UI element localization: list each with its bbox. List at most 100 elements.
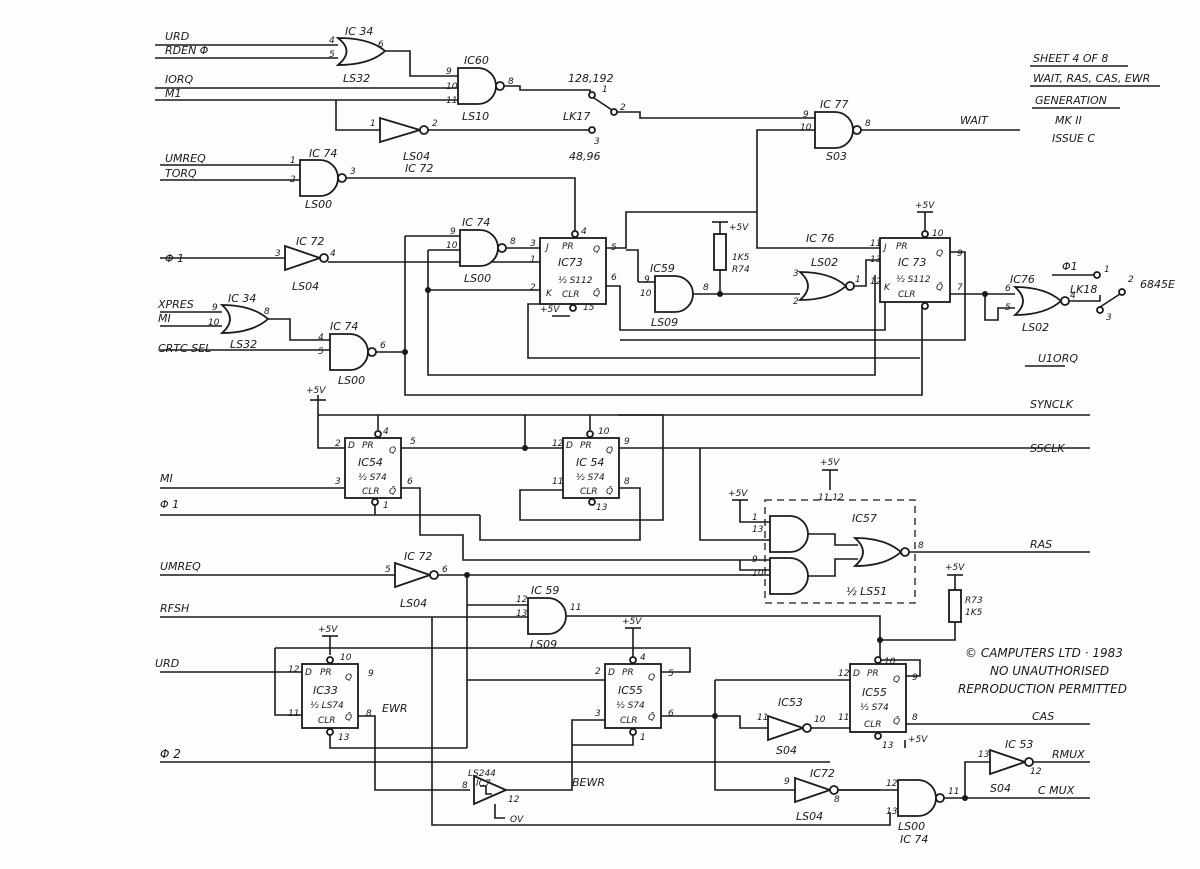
- signal-umreq: UMREQ: [165, 152, 206, 165]
- signal-wait: WAIT: [960, 114, 989, 127]
- signal-crtc-sel: CRTC SEL: [158, 342, 211, 355]
- signal-urd-lower: URD: [155, 657, 179, 670]
- svg-text:3: 3: [793, 269, 799, 279]
- chip-s74a-label: ½ S74: [358, 473, 387, 483]
- chip-ic72-bottom-label: IC72: [810, 767, 835, 780]
- svg-text:2: 2: [335, 439, 341, 449]
- chip-ls10-label: LS10: [462, 110, 489, 123]
- plus5v-ic55a: +5V: [622, 617, 642, 627]
- resistor-r74-label: R74: [732, 265, 750, 275]
- svg-text:CLR: CLR: [580, 487, 598, 497]
- chip-ls09-lower-label: LS09: [530, 638, 557, 651]
- lk17-top-label: 128,192: [568, 72, 614, 85]
- svg-text:13: 13: [596, 503, 608, 513]
- svg-text:2: 2: [620, 103, 626, 113]
- svg-text:Q: Q: [893, 675, 900, 685]
- signal-ras: RAS: [1030, 538, 1052, 551]
- svg-text:10: 10: [640, 289, 652, 299]
- chip-ic60-label: IC60: [464, 54, 489, 67]
- svg-text:10: 10: [800, 123, 812, 133]
- svg-text:8: 8: [508, 77, 514, 87]
- svg-text:15: 15: [583, 303, 595, 313]
- chip-ls02-label: LS02: [811, 256, 838, 269]
- nor-gate-ic76: [797, 271, 848, 301]
- svg-text:CLR: CLR: [362, 487, 380, 497]
- inverter-ic72-lower: [394, 561, 433, 589]
- chip-ic54a-label: IC54: [358, 456, 383, 469]
- svg-text:9: 9: [752, 555, 758, 565]
- svg-text:6: 6: [611, 273, 617, 283]
- svg-text:D: D: [608, 668, 615, 678]
- plus5v-ic57: +5V: [728, 489, 748, 499]
- svg-text:5: 5: [318, 347, 324, 357]
- nand-gate-ic60: [457, 67, 497, 105]
- and-gate-ic57-a: [769, 515, 809, 553]
- svg-text:D: D: [853, 669, 860, 679]
- chip-ls04-mid-label: LS04: [292, 280, 319, 293]
- chip-s04-label: S04: [776, 744, 797, 757]
- svg-text:12: 12: [1030, 767, 1042, 777]
- svg-text:PR: PR: [580, 441, 592, 451]
- resistor-r74: [713, 233, 727, 271]
- svg-text:8: 8: [366, 709, 372, 719]
- or-gate-ic34-mid: [219, 304, 270, 334]
- svg-text:10: 10: [884, 657, 896, 667]
- copyright-line-2: NO UNAUTHORISED: [990, 664, 1109, 678]
- chip-ls32-label: LS32: [343, 72, 370, 85]
- svg-text:2: 2: [793, 297, 799, 307]
- chip-ic72-top-label: IC 72: [405, 162, 433, 175]
- plus5v-r74: +5V: [729, 223, 749, 233]
- chip-ls32-mid-label: LS32: [230, 338, 257, 351]
- chip-ls51-label: ½ LS51: [846, 585, 887, 598]
- plus5v-ic55b: +5V: [908, 735, 928, 745]
- svg-text:11: 11: [838, 713, 849, 723]
- svg-text:6: 6: [380, 341, 386, 351]
- copyright-line-1: © CAMPUTERS LTD · 1983: [965, 646, 1123, 660]
- svg-text:9: 9: [624, 437, 630, 447]
- svg-text:Q̄: Q̄: [593, 287, 600, 299]
- signal-mi: MI: [158, 312, 171, 325]
- chip-ls244-label: LS244: [468, 769, 496, 779]
- svg-text:Q̄: Q̄: [389, 485, 396, 497]
- svg-text:3: 3: [595, 709, 601, 719]
- svg-text:13: 13: [870, 255, 882, 265]
- chip-s112b-label: ½ S112: [896, 275, 931, 285]
- inverter-ic53-bottom: [989, 748, 1028, 776]
- svg-text:10: 10: [340, 653, 352, 663]
- or-gate-ic34: [335, 37, 387, 66]
- svg-text:5: 5: [385, 565, 391, 575]
- svg-text:2: 2: [432, 119, 438, 129]
- svg-text:1: 1: [855, 275, 861, 285]
- svg-text:10: 10: [446, 82, 458, 92]
- svg-text:Q: Q: [936, 249, 943, 259]
- signal-bewr: BEWR: [572, 776, 605, 789]
- svg-text:1: 1: [752, 513, 758, 523]
- svg-text:11: 11: [552, 477, 563, 487]
- svg-text:8: 8: [624, 477, 630, 487]
- svg-text:Q: Q: [345, 673, 352, 683]
- chip-ls00-top-label: LS00: [305, 198, 332, 211]
- signal-u1orq: U1ORQ: [1038, 352, 1078, 365]
- nand-gate-ic74-top: [299, 159, 339, 197]
- chip-ic55b-label: IC55: [862, 686, 887, 699]
- svg-text:9: 9: [912, 673, 918, 683]
- copyright-block: © CAMPUTERS LTD · 1983 NO UNAUTHORISED R…: [958, 646, 1127, 696]
- signal-ewr: EWR: [382, 702, 407, 715]
- svg-text:12: 12: [838, 669, 850, 679]
- svg-text:Q̄: Q̄: [345, 711, 352, 723]
- plus5v-r73: +5V: [945, 563, 965, 573]
- signal-iorq: IORQ: [165, 73, 194, 86]
- svg-text:6: 6: [442, 565, 448, 575]
- svg-text:D: D: [305, 668, 312, 678]
- svg-text:12: 12: [288, 665, 300, 675]
- svg-text:CLR: CLR: [318, 716, 336, 726]
- svg-text:11: 11: [570, 603, 581, 613]
- chip-s74b-label: ½ S74: [576, 473, 605, 483]
- signal-rmux: RMUX: [1052, 748, 1085, 761]
- chip-ic55a-label: IC55: [618, 684, 643, 697]
- svg-text:CLR: CLR: [898, 290, 916, 300]
- chip-ic76-label: IC 76: [806, 232, 834, 245]
- signal-cmux: C MUX: [1038, 784, 1075, 797]
